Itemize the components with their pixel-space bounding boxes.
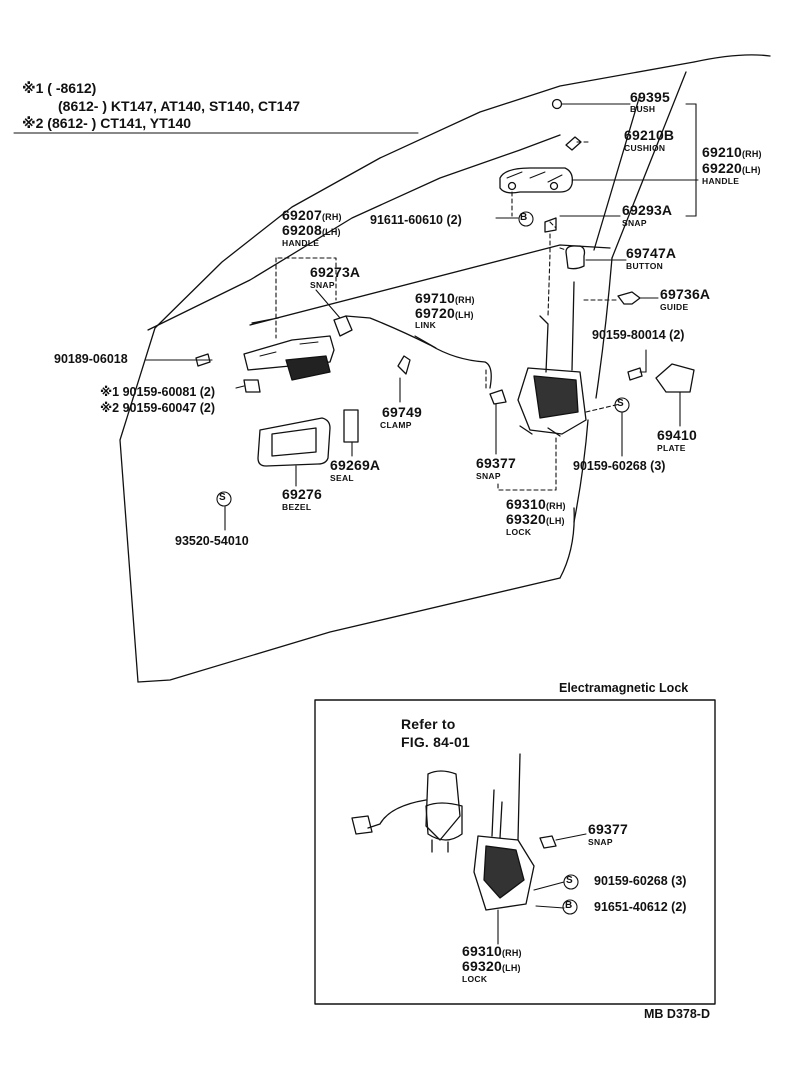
note-mark-1: ※1 — [22, 80, 44, 96]
callout-69273a-label: SNAP — [310, 280, 335, 290]
callout-69273a: 69273A — [310, 264, 361, 280]
inset-callout-69320-label: LOCK — [462, 974, 488, 984]
link-rod — [345, 315, 492, 389]
screw-90159-80014 — [627, 367, 643, 381]
date-range-2: (8612- ) — [58, 98, 108, 114]
callout-69269a-label: SEAL — [330, 473, 354, 483]
clamp-part — [397, 355, 411, 375]
callout-69293a-label: SNAP — [622, 218, 647, 228]
inside-handle-assembly — [243, 315, 353, 381]
header-line-1: ※1 ( -8612) — [22, 80, 96, 97]
callout-69395: 69395 — [630, 89, 670, 105]
callout-69320-label: LOCK — [506, 527, 532, 537]
callout-69410-label: PLATE — [657, 443, 686, 453]
callout-69736a: 69736A — [660, 286, 711, 302]
callout-69293a: 69293A — [622, 202, 673, 218]
callout-69276-label: BEZEL — [282, 502, 312, 512]
callout-90159-80014: 90159-80014 (2) — [592, 328, 685, 342]
outside-handle — [499, 167, 573, 194]
inset-snap — [539, 835, 557, 849]
callout-69208-label: HANDLE — [282, 238, 320, 248]
inset-callout-69320: 69320(LH) — [462, 958, 521, 974]
cushion-part — [565, 136, 582, 151]
callout-69747a: 69747A — [626, 245, 677, 261]
callout-93520-54010: 93520-54010 — [175, 534, 249, 548]
bush-part — [551, 98, 563, 110]
inset-leaders — [497, 833, 587, 945]
figure-code: MB D378-D — [644, 1007, 710, 1021]
inset-refer-line-1: Refer to — [401, 716, 456, 732]
header-line-3: ※2 (8612- ) CT141, YT140 — [22, 115, 191, 132]
callout-69320: 69320(LH) — [506, 511, 565, 527]
inset-title: Electramagnetic Lock — [559, 681, 689, 695]
date-range-3: (8612- ) — [47, 115, 97, 131]
callout-69210b-label: CUSHION — [624, 143, 666, 153]
circle-s-label-1: S — [617, 398, 624, 409]
callout-69720-label: LINK — [415, 320, 437, 330]
inset-callout-91651-40612: 91651-40612 (2) — [594, 900, 687, 914]
callout-69749: 69749 — [382, 404, 422, 420]
leader-lines — [145, 103, 699, 531]
callout-90159-60047: ※2 90159-60047 (2) — [100, 401, 216, 415]
inset-actuator — [351, 770, 463, 853]
callout-90159-60081: ※1 90159-60081 (2) — [100, 385, 216, 399]
screw-90159-60081 — [243, 379, 261, 393]
inset-circle-b-label: B — [565, 900, 573, 911]
circle-s-label-2: S — [219, 492, 226, 503]
callout-90189-06018: 90189-06018 — [54, 352, 128, 366]
inset-callout-69377-label: SNAP — [588, 837, 613, 847]
button-69747a — [565, 245, 586, 270]
callout-69749-label: CLAMP — [380, 420, 412, 430]
callout-69269a: 69269A — [330, 457, 381, 473]
screw-90189 — [195, 353, 211, 367]
inset-callout-69377: 69377 — [588, 821, 628, 837]
circle-b-label-1: B — [520, 212, 528, 223]
note-mark-2: ※2 — [22, 115, 44, 131]
callout-69276: 69276 — [282, 486, 322, 502]
callout-69377-label: SNAP — [476, 471, 501, 481]
callout-69377: 69377 — [476, 455, 516, 471]
callout-69207: 69207(RH) — [282, 207, 342, 223]
callout-69208: 69208(LH) — [282, 222, 341, 238]
callout-69710: 69710(RH) — [415, 290, 475, 306]
fastener-symbols — [216, 211, 630, 507]
callout-69747a-label: BUTTON — [626, 261, 664, 271]
callout-69720: 69720(LH) — [415, 305, 474, 321]
inset-circle-s-label: S — [566, 875, 573, 886]
dashed-leaders — [275, 141, 621, 491]
inset-callout-90159-60268: 90159-60268 (3) — [594, 874, 687, 888]
inset-lock-assembly — [473, 753, 535, 911]
callout-69310: 69310(RH) — [506, 496, 566, 512]
seal-part — [343, 409, 359, 443]
bezel-part — [257, 417, 331, 467]
door-lock-assembly — [517, 281, 587, 437]
inset-callout-69310: 69310(RH) — [462, 943, 522, 959]
callout-69410: 69410 — [657, 427, 697, 443]
callout-69220-label: HANDLE — [702, 176, 740, 186]
inset-frame — [314, 699, 716, 1005]
callout-91611-60610: 91611-60610 (2) — [370, 213, 462, 227]
callout-90159-60268: 90159-60268 (3) — [573, 459, 666, 473]
guide-part — [617, 291, 641, 305]
inset-refer-line-2: FIG. 84-01 — [401, 734, 470, 750]
callout-69210b: 69210B — [624, 127, 675, 143]
snap-69293a — [544, 217, 557, 233]
date-range-1: ( -8612) — [47, 80, 97, 96]
door-panel-outline — [119, 54, 771, 683]
header-line-2: (8612- ) KT147, AT140, ST140, CT147 — [58, 98, 300, 114]
callout-69395-label: BUSH — [630, 104, 656, 114]
callout-69220: 69220(LH) — [702, 160, 761, 176]
callout-69736a-label: GUIDE — [660, 302, 689, 312]
plate-part — [655, 363, 695, 393]
model-list-2: KT147, AT140, ST140, CT147 — [110, 98, 301, 114]
callout-69210: 69210(RH) — [702, 144, 762, 160]
model-list-3: CT141, YT140 — [100, 115, 192, 131]
snap-69377 — [489, 389, 507, 405]
